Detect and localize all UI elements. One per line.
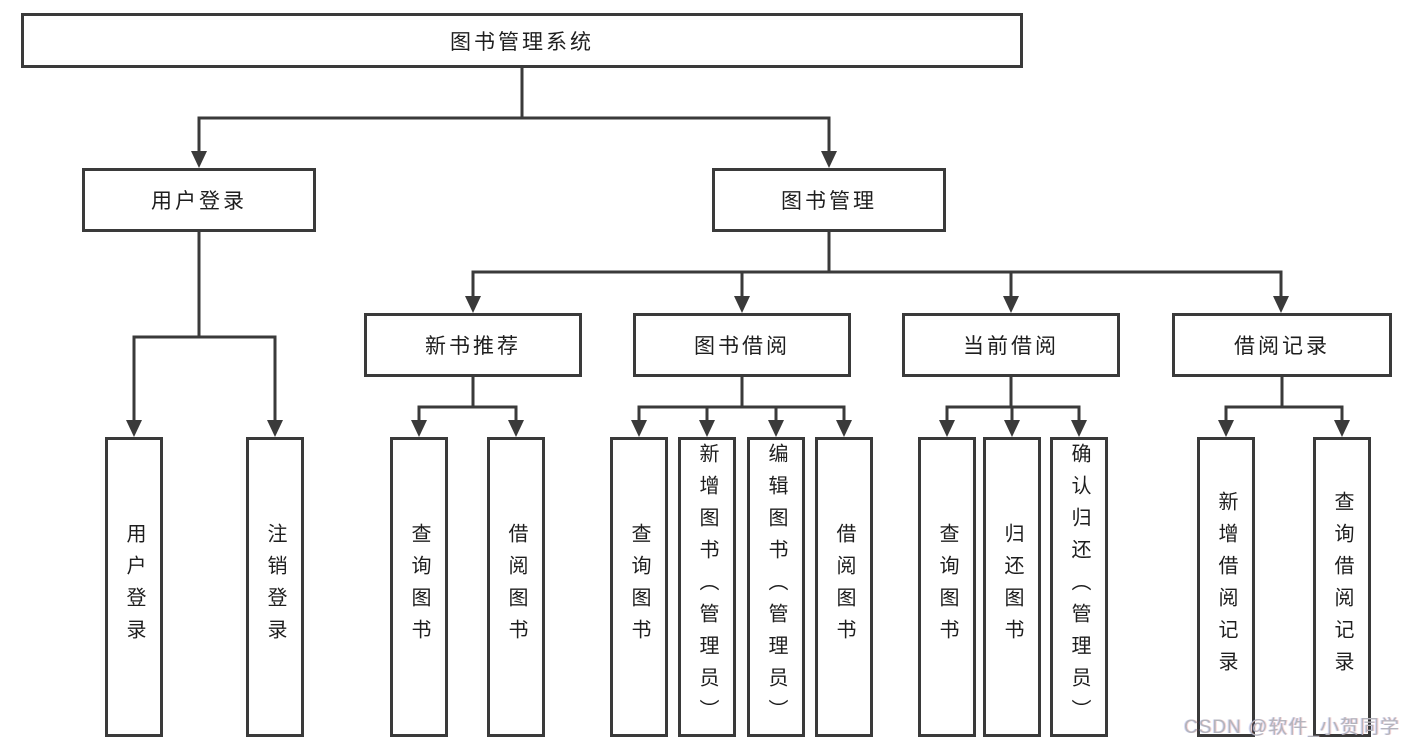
arrowhead-icon <box>508 420 524 437</box>
leaf-label: 归还图书 <box>1001 523 1023 651</box>
arrowhead-icon <box>836 420 852 437</box>
leaf-query-borrow-record: 查询借阅记录 <box>1313 437 1371 737</box>
leaf-query-book: 查询图书 <box>390 437 448 737</box>
leaf-label: 注销登录 <box>264 523 286 651</box>
arrowhead-icon <box>411 420 427 437</box>
arrowhead-icon <box>465 296 481 313</box>
leaf-edit-book-admin: 编辑图书（管理员） <box>747 437 805 737</box>
arrowhead-icon <box>126 420 142 437</box>
arrowhead-icon <box>267 420 283 437</box>
leaf-add-borrow-record: 新增借阅记录 <box>1197 437 1255 737</box>
leaf-label: 借阅图书 <box>833 523 855 651</box>
elbow-line <box>471 230 1283 300</box>
leaf-confirm-return-admin: 确认归还（管理员） <box>1050 437 1108 737</box>
root-node-system: 图书管理系统 <box>21 13 1023 68</box>
leaf-label: 查询图书 <box>628 523 650 651</box>
elbow-line <box>1224 375 1344 424</box>
leaf-label: 新增图书（管理员） <box>696 443 718 731</box>
leaf-return-book: 归还图书 <box>983 437 1041 737</box>
connector-root-to-level2 <box>191 66 837 168</box>
connector-current-borrow-to-leaves <box>939 375 1087 437</box>
arrowhead-icon <box>1003 296 1019 313</box>
leaf-label: 编辑图书（管理员） <box>765 443 787 731</box>
arrowhead-icon <box>191 151 207 168</box>
connector-user-login-to-leaves <box>126 230 283 437</box>
arrowhead-icon <box>1218 420 1234 437</box>
arrowhead-icon <box>631 420 647 437</box>
arrowhead-icon <box>1273 296 1289 313</box>
leaf-borrow-book: 借阅图书 <box>487 437 545 737</box>
elbow-line <box>197 66 831 154</box>
leaf-borrow-book: 借阅图书 <box>815 437 873 737</box>
leaf-logout: 注销登录 <box>246 437 304 737</box>
node-label: 借阅记录 <box>1234 335 1330 358</box>
leaf-query-book: 查询图书 <box>610 437 668 737</box>
node-book-management: 图书管理 <box>712 168 946 232</box>
node-label: 图书管理 <box>781 190 877 213</box>
elbow-line <box>132 230 277 424</box>
node-current-borrow: 当前借阅 <box>902 313 1120 377</box>
arrowhead-icon <box>1071 420 1087 437</box>
connector-borrow-records-to-leaves <box>1218 375 1350 437</box>
node-label: 用户登录 <box>151 190 247 213</box>
arrowhead-icon <box>1004 420 1020 437</box>
leaf-label: 查询图书 <box>408 523 430 651</box>
connector-new-books-to-leaves <box>411 375 524 437</box>
connector-book-borrow-to-leaves <box>631 375 852 437</box>
node-user-login: 用户登录 <box>82 168 316 232</box>
node-label: 当前借阅 <box>963 335 1059 358</box>
csdn-watermark: CSDN @软件_小贺同学 <box>1184 717 1400 738</box>
arrowhead-icon <box>939 420 955 437</box>
node-new-book-recommend: 新书推荐 <box>364 313 582 377</box>
root-node-label: 图书管理系统 <box>450 30 594 54</box>
node-label: 图书借阅 <box>694 335 790 358</box>
leaf-label: 确认归还（管理员） <box>1068 443 1090 731</box>
leaf-add-book-admin: 新增图书（管理员） <box>678 437 736 737</box>
leaf-label: 查询图书 <box>936 523 958 651</box>
leaf-user-login: 用户登录 <box>105 437 163 737</box>
elbow-line <box>637 375 846 424</box>
arrowhead-icon <box>1334 420 1350 437</box>
arrowhead-icon <box>821 151 837 168</box>
elbow-line <box>417 375 518 424</box>
arrowhead-icon <box>734 296 750 313</box>
leaf-label: 借阅图书 <box>505 523 527 651</box>
arrowhead-icon <box>699 420 715 437</box>
leaf-query-book: 查询图书 <box>918 437 976 737</box>
leaf-label: 查询借阅记录 <box>1331 491 1353 683</box>
node-book-borrow: 图书借阅 <box>633 313 851 377</box>
leaf-label: 用户登录 <box>123 523 145 651</box>
node-label: 新书推荐 <box>425 335 521 358</box>
leaf-label: 新增借阅记录 <box>1215 491 1237 683</box>
elbow-line <box>945 375 1081 424</box>
node-borrow-records: 借阅记录 <box>1172 313 1392 377</box>
connector-book-mgmt-to-level3 <box>465 230 1289 313</box>
arrowhead-icon <box>768 420 784 437</box>
